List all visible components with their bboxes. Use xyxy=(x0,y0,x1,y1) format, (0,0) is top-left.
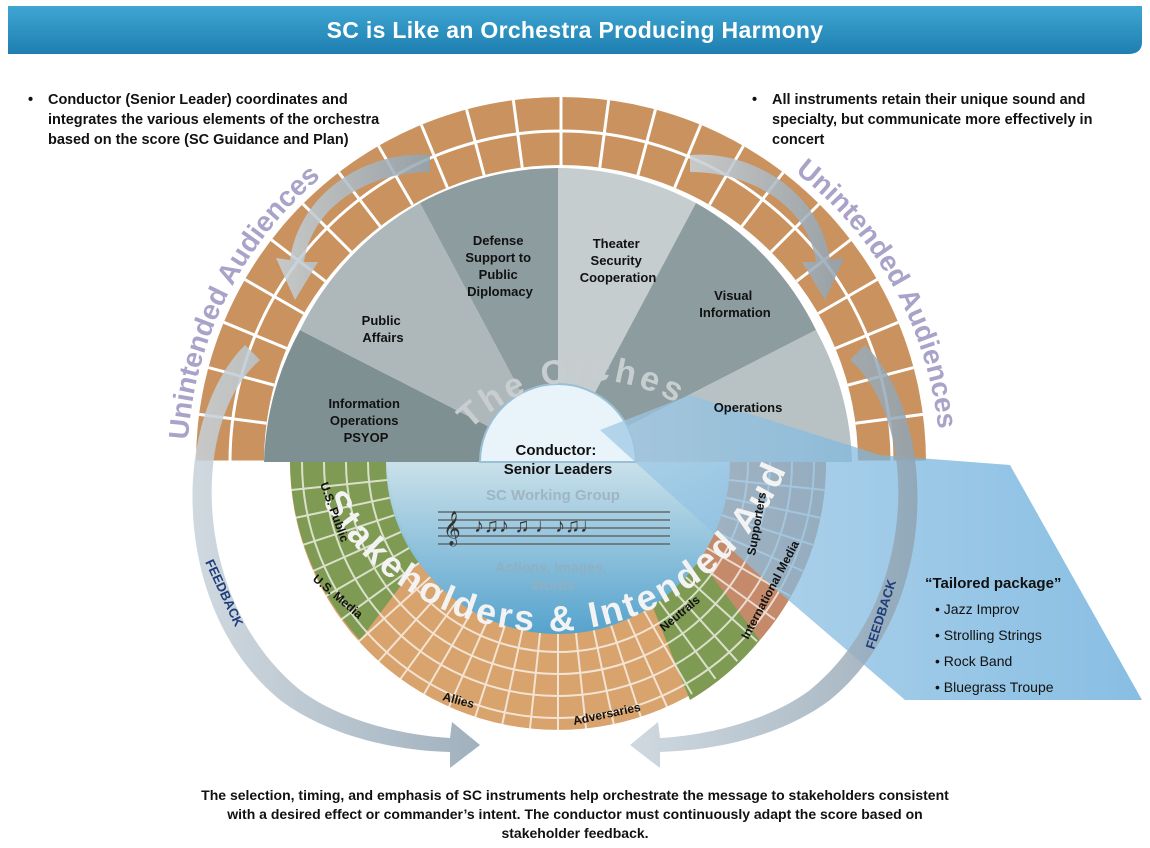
footer-line: stakeholder feedback. xyxy=(501,825,649,841)
tailored-list: • Jazz Improv • Strolling Strings • Rock… xyxy=(935,601,1054,695)
page-title: SC is Like an Orchestra Producing Harmon… xyxy=(326,17,824,43)
label-working-group: SC Working Group xyxy=(486,487,620,504)
label-defense-support: Defense Support to Public Diplomacy xyxy=(465,233,534,299)
tailored-item: • Strolling Strings xyxy=(935,627,1042,643)
tailored-package-shape xyxy=(600,395,1142,700)
label-information-operations: Information Operations PSYOP xyxy=(328,396,403,445)
bullet-conductor: • Conductor (Senior Leader) coordinates … xyxy=(28,92,380,148)
feedback-arrows xyxy=(192,154,918,768)
footer-caption: The selection, timing, and emphasis of S… xyxy=(40,786,1110,843)
bullet-instruments: • All instruments retain their unique so… xyxy=(752,92,1093,148)
label-operations: Operations xyxy=(714,400,783,415)
orchestra-fan xyxy=(264,168,852,462)
label-conductor: Conductor: Senior Leaders xyxy=(504,442,612,478)
stakeholder-bowl xyxy=(290,461,827,730)
label-visual-information: Visual Information xyxy=(699,288,771,320)
tailored-item: • Rock Band xyxy=(935,653,1012,669)
music-staff xyxy=(438,511,670,545)
footer-line: with a desired effect or commander’s int… xyxy=(227,806,923,822)
label-public-affairs: Public Affairs xyxy=(362,313,405,345)
treble-clef-icon: 𝄞 xyxy=(443,511,461,547)
bullet-dot: • xyxy=(28,92,34,108)
label-theater-security: Theater Security Cooperation xyxy=(580,236,657,285)
bullet-dot: • xyxy=(752,92,758,108)
tailored-item: • Bluegrass Troupe xyxy=(935,679,1054,695)
banner-background xyxy=(8,6,1142,54)
tailored-title: “Tailored package” xyxy=(925,575,1061,592)
tailored-item: • Jazz Improv xyxy=(935,601,1019,617)
label-actions: Actions, Images, Words xyxy=(495,559,610,593)
music-notes-icon: ♪♫♪ ♫ ♩♪♫♩ xyxy=(474,515,600,537)
title-banner: SC is Like an Orchestra Producing Harmon… xyxy=(8,6,1142,54)
footer-line: The selection, timing, and emphasis of S… xyxy=(201,787,949,803)
